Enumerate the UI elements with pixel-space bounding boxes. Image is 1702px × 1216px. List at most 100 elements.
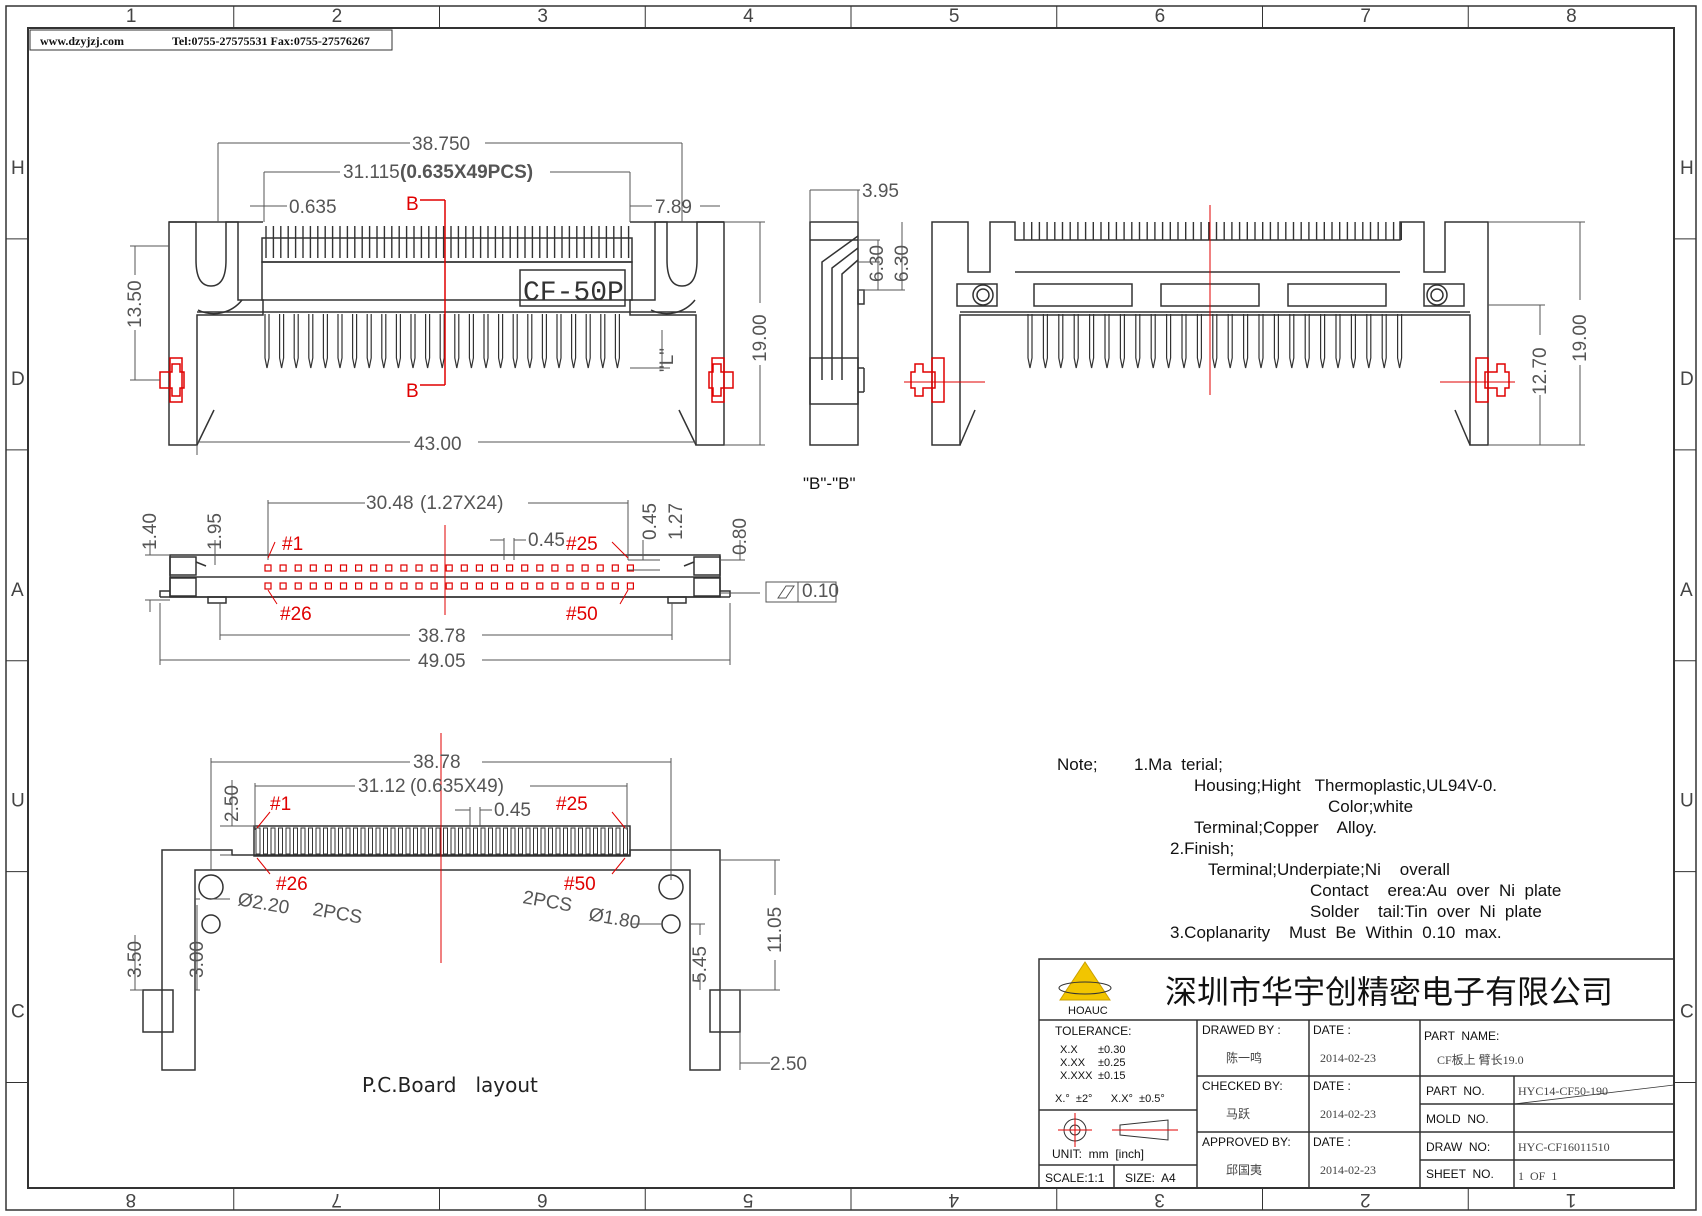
top-pin-25: #25	[566, 534, 598, 555]
zone-label-right: A	[1680, 580, 1693, 601]
top-pad	[415, 582, 423, 590]
draw-no: HYC-CF16011510	[1518, 1140, 1610, 1154]
front-bottom-pin	[366, 314, 372, 369]
zone-label-bottom: 8	[126, 1189, 137, 1210]
checked-by: 马跃	[1226, 1107, 1250, 1121]
top-pad	[551, 582, 559, 590]
section-marker-bottom: B	[406, 381, 419, 402]
approved-by-label: APPROVED BY:	[1202, 1135, 1291, 1149]
flatness-symbol	[765, 581, 837, 603]
top-pad	[490, 564, 499, 572]
zone-label-left: U	[11, 791, 25, 812]
top-dim-span: 30.48	[366, 493, 414, 514]
zone-label-bottom: 6	[537, 1189, 548, 1210]
top-pad	[370, 582, 378, 590]
zone-label-top: 7	[1360, 6, 1371, 27]
size: SIZE: A4	[1125, 1171, 1176, 1185]
pcb-caption: P.C.Board layout	[362, 1073, 538, 1097]
pcb-dim-right-c: 2.50	[770, 1054, 807, 1075]
pcb-pad	[533, 827, 538, 855]
company-name: 深圳市华宇创精密电子有限公司	[1165, 973, 1613, 1011]
top-dim-width2: 49.05	[418, 651, 466, 672]
company-logo	[1058, 961, 1112, 1001]
top-pad	[626, 582, 635, 590]
dim-height-left: 13.50	[125, 280, 146, 328]
rear-bottom-pin	[1304, 314, 1310, 369]
section-label: "B"-"B"	[803, 474, 855, 493]
front-bottom-pin	[293, 314, 299, 369]
front-bottom-pin	[439, 314, 445, 369]
date-1: 2014-02-23	[1320, 1051, 1376, 1065]
front-bottom-pin	[352, 314, 358, 369]
top-pad	[385, 582, 393, 590]
top-pads-row1	[264, 564, 635, 572]
title-block-grid	[1038, 958, 1675, 1189]
pcb-pad	[308, 827, 313, 855]
pcb-pad	[360, 827, 366, 855]
top-pad	[279, 564, 287, 572]
rear-dim-lines	[1488, 221, 1585, 446]
pcb-pad	[293, 827, 298, 855]
zone-label-left: H	[11, 158, 25, 179]
part-no-label: PART NO.	[1426, 1084, 1485, 1098]
pcb-pad	[345, 827, 351, 855]
part-no: HYC14-CF50-190	[1518, 1084, 1608, 1098]
pcb-pad	[278, 827, 283, 855]
dim-right-offset: 7.89	[655, 197, 692, 218]
drawn-by: 陈一鸣	[1226, 1050, 1262, 1065]
front-bottom-pin	[614, 314, 620, 369]
top-dim-h1: 1.40	[140, 513, 161, 550]
rear-bottom-pin	[1166, 314, 1172, 369]
date-label-2: DATE :	[1313, 1079, 1351, 1093]
pcb-pad	[615, 827, 621, 855]
pcb-pad	[353, 827, 358, 855]
top-pin-1: #1	[282, 534, 303, 555]
zone-label-top: 6	[1155, 6, 1166, 27]
pcb-outline	[161, 849, 721, 1071]
pcb-pad	[255, 827, 261, 855]
rear-bottom-pin	[1397, 314, 1403, 369]
rear-bottom-pin	[1212, 314, 1218, 369]
date-label-1: DATE :	[1313, 1023, 1351, 1037]
top-pin-leaders	[267, 541, 629, 605]
zone-label-top: 4	[743, 6, 754, 27]
pcb-pad	[338, 827, 343, 855]
top-pad	[626, 564, 635, 572]
pcb-pad	[540, 827, 546, 855]
front-bottom-pin	[322, 314, 328, 369]
top-pad	[339, 582, 348, 590]
top-pad	[324, 564, 332, 572]
rear-bottom-pin	[1273, 314, 1279, 369]
top-pad	[264, 582, 272, 590]
top-pad	[521, 582, 529, 590]
notes-title: Note;	[1057, 755, 1098, 774]
pcb-dim-left-a: 3.50	[125, 941, 146, 978]
rear-bottom-pin	[1381, 314, 1387, 369]
drawn-by-label: DRAWED BY :	[1202, 1023, 1281, 1037]
zone-label-bottom: 7	[331, 1189, 342, 1210]
zone-label-left: D	[11, 369, 25, 390]
top-dim-width1: 38.78	[418, 626, 466, 647]
pcb-pad	[405, 827, 411, 855]
rear-top-pins	[1023, 222, 1403, 240]
note-line-2: Housing;Hight Thermoplastic,UL94V-0.	[1194, 776, 1497, 795]
pcb-dim-right-a: 5.45	[690, 946, 711, 983]
rear-bottom-pin	[1258, 314, 1264, 369]
pcb-pin-50: #50	[564, 874, 596, 895]
top-pads-row2	[264, 582, 635, 590]
pcb-pin-1: #1	[270, 794, 291, 815]
top-pad	[294, 564, 302, 572]
rear-dim-h1: 12.70	[1530, 347, 1551, 395]
zone-label-right: H	[1680, 158, 1694, 179]
top-pad	[521, 564, 529, 572]
rear-bottom-pin	[1119, 314, 1125, 369]
front-bottom-pin	[410, 314, 416, 369]
pcb-pad	[458, 827, 463, 855]
front-view	[159, 221, 734, 446]
side-dim-a: 6.30	[867, 245, 888, 282]
rear-centerlines	[904, 205, 1515, 395]
tol-xxx-val: ±0.25	[1098, 1057, 1125, 1069]
pcb-pad	[383, 827, 388, 855]
top-pad	[475, 564, 483, 572]
front-bottom-pin	[498, 314, 504, 369]
